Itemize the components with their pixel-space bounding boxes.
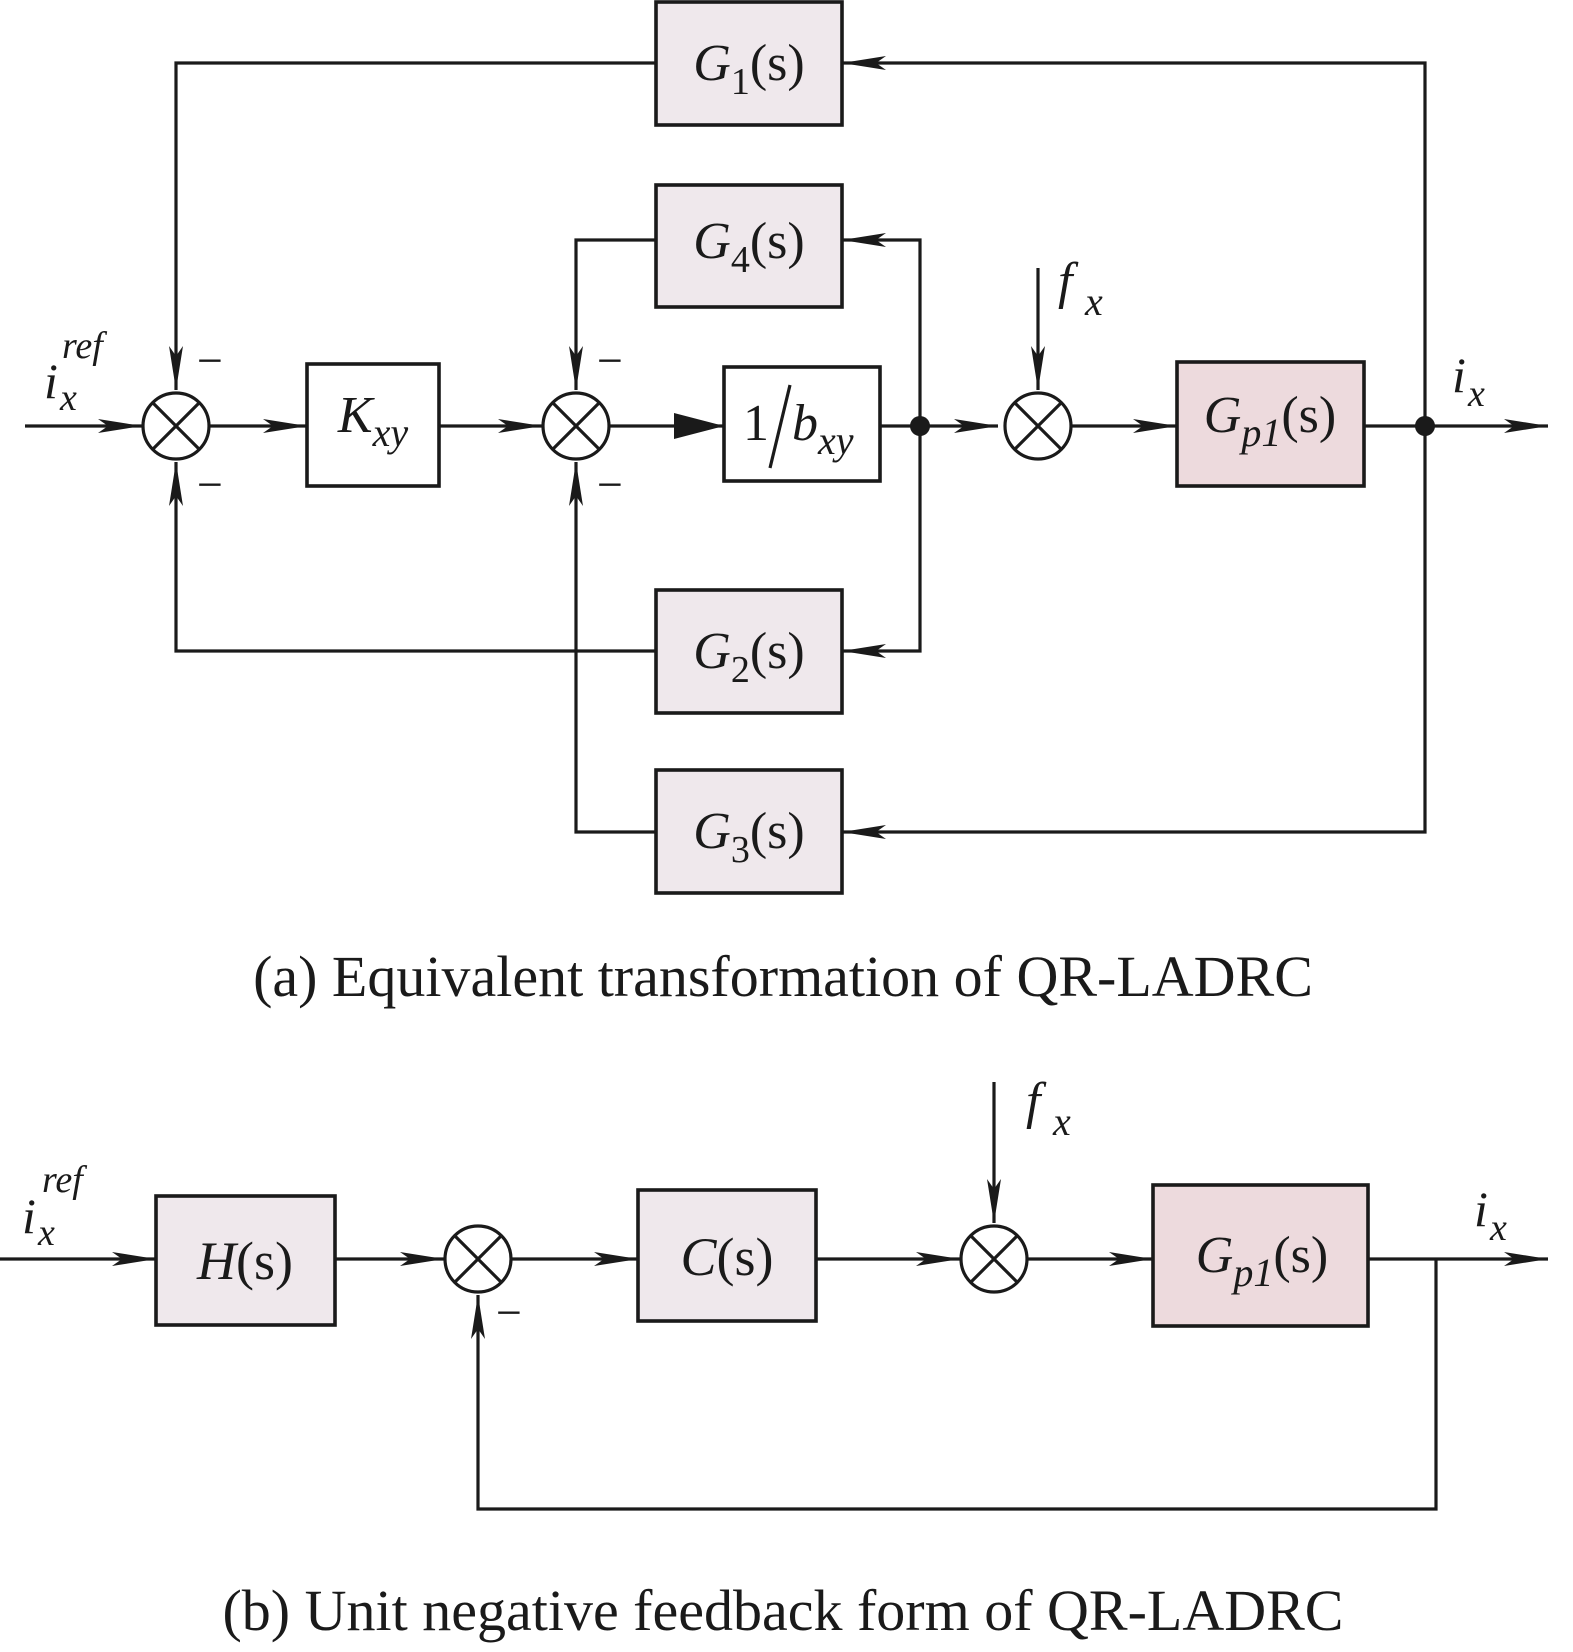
- diagram-a: − − − − G1(s) G4(s) G2(s) G3(s) Kxy 1: [25, 0, 1548, 1009]
- block-g3: G3(s): [654, 768, 844, 895]
- svg-text:bxy: bxy: [792, 395, 854, 463]
- junction-dot-a1: [910, 416, 930, 436]
- svg-text:x: x: [1467, 373, 1485, 415]
- svg-text:Gp1(s): Gp1(s): [1204, 387, 1336, 455]
- svg-text:f: f: [1058, 253, 1079, 310]
- summing-junction-b2: [959, 1224, 1029, 1294]
- svg-text:i: i: [1452, 347, 1466, 403]
- svg-text:x: x: [59, 377, 77, 419]
- wire-node-to-g4: [842, 233, 922, 426]
- svg-text:f: f: [1026, 1073, 1047, 1130]
- wire-g1-to-sum1: [169, 61, 656, 390]
- diagram-b: − H(s) C(s) Gp1(s) i ref x i x f x (b) U…: [0, 1073, 1548, 1643]
- block-plant-b: Gp1(s): [1151, 1183, 1370, 1328]
- minus-sign: −: [496, 1287, 522, 1338]
- block-h: H(s): [154, 1194, 337, 1327]
- summing-junction-1: [141, 391, 211, 461]
- disturbance-label-b: f x: [1026, 1073, 1071, 1144]
- input-label-a: i ref x: [44, 325, 107, 419]
- svg-text:i: i: [22, 1188, 36, 1244]
- svg-text:1: 1: [743, 395, 769, 452]
- svg-text:G4(s): G4(s): [693, 213, 804, 281]
- svg-text:i: i: [1474, 1181, 1488, 1237]
- output-label-a: i x: [1452, 347, 1485, 415]
- output-label-b: i x: [1474, 1181, 1507, 1249]
- block-kxy: Kxy: [305, 362, 441, 488]
- summing-junction-3: [1003, 391, 1073, 461]
- summing-junction-b1: [443, 1224, 513, 1294]
- svg-text:ref: ref: [62, 325, 107, 367]
- wire-g3-to-sum2: [569, 462, 656, 834]
- wire-out-to-g1: [842, 56, 1427, 426]
- fraction-slash: [768, 384, 792, 469]
- minus-sign: −: [197, 335, 223, 386]
- wire-unit-feedback: [471, 1259, 1438, 1511]
- svg-text:x: x: [1084, 279, 1103, 324]
- block-g4: G4(s): [654, 183, 844, 309]
- block-g2: G2(s): [654, 588, 844, 715]
- svg-text:C(s): C(s): [680, 1227, 773, 1287]
- minus-sign: −: [197, 459, 223, 510]
- wire-out-to-g3: [842, 426, 1427, 839]
- svg-text:Gp1(s): Gp1(s): [1196, 1227, 1328, 1295]
- svg-text:G1(s): G1(s): [693, 35, 804, 103]
- diagram-b-wires: [0, 1082, 1548, 1511]
- minus-sign: −: [597, 335, 623, 386]
- block-c: C(s): [636, 1188, 818, 1323]
- input-label-b: i ref x: [22, 1159, 87, 1254]
- diagram-a-wires: [25, 56, 1548, 839]
- junction-dot-a2: [1415, 416, 1435, 436]
- block-plant-a: Gp1(s): [1175, 360, 1366, 488]
- caption-a: (a) Equivalent transformation of QR-LADR…: [253, 944, 1313, 1009]
- svg-text:G3(s): G3(s): [693, 803, 804, 871]
- svg-text:G2(s): G2(s): [693, 623, 804, 691]
- svg-text:x: x: [1489, 1207, 1507, 1249]
- caption-b: (b) Unit negative feedback form of QR-LA…: [222, 1578, 1343, 1643]
- svg-text:i: i: [44, 353, 58, 409]
- block-inverse-b: 1 bxy: [722, 365, 882, 483]
- svg-text:x: x: [37, 1212, 55, 1254]
- svg-text:Kxy: Kxy: [337, 387, 408, 455]
- svg-text:ref: ref: [42, 1159, 87, 1201]
- svg-text:H(s): H(s): [196, 1231, 293, 1291]
- wire-node-to-g2: [842, 426, 922, 658]
- minus-sign: −: [597, 459, 623, 510]
- summing-junction-2: [541, 391, 611, 461]
- wire-g4-to-sum2: [569, 238, 656, 390]
- wire-g2-to-sum1: [169, 462, 656, 653]
- block-g1: G1(s): [654, 0, 844, 127]
- disturbance-label-a: f x: [1058, 253, 1103, 324]
- svg-text:x: x: [1052, 1099, 1071, 1144]
